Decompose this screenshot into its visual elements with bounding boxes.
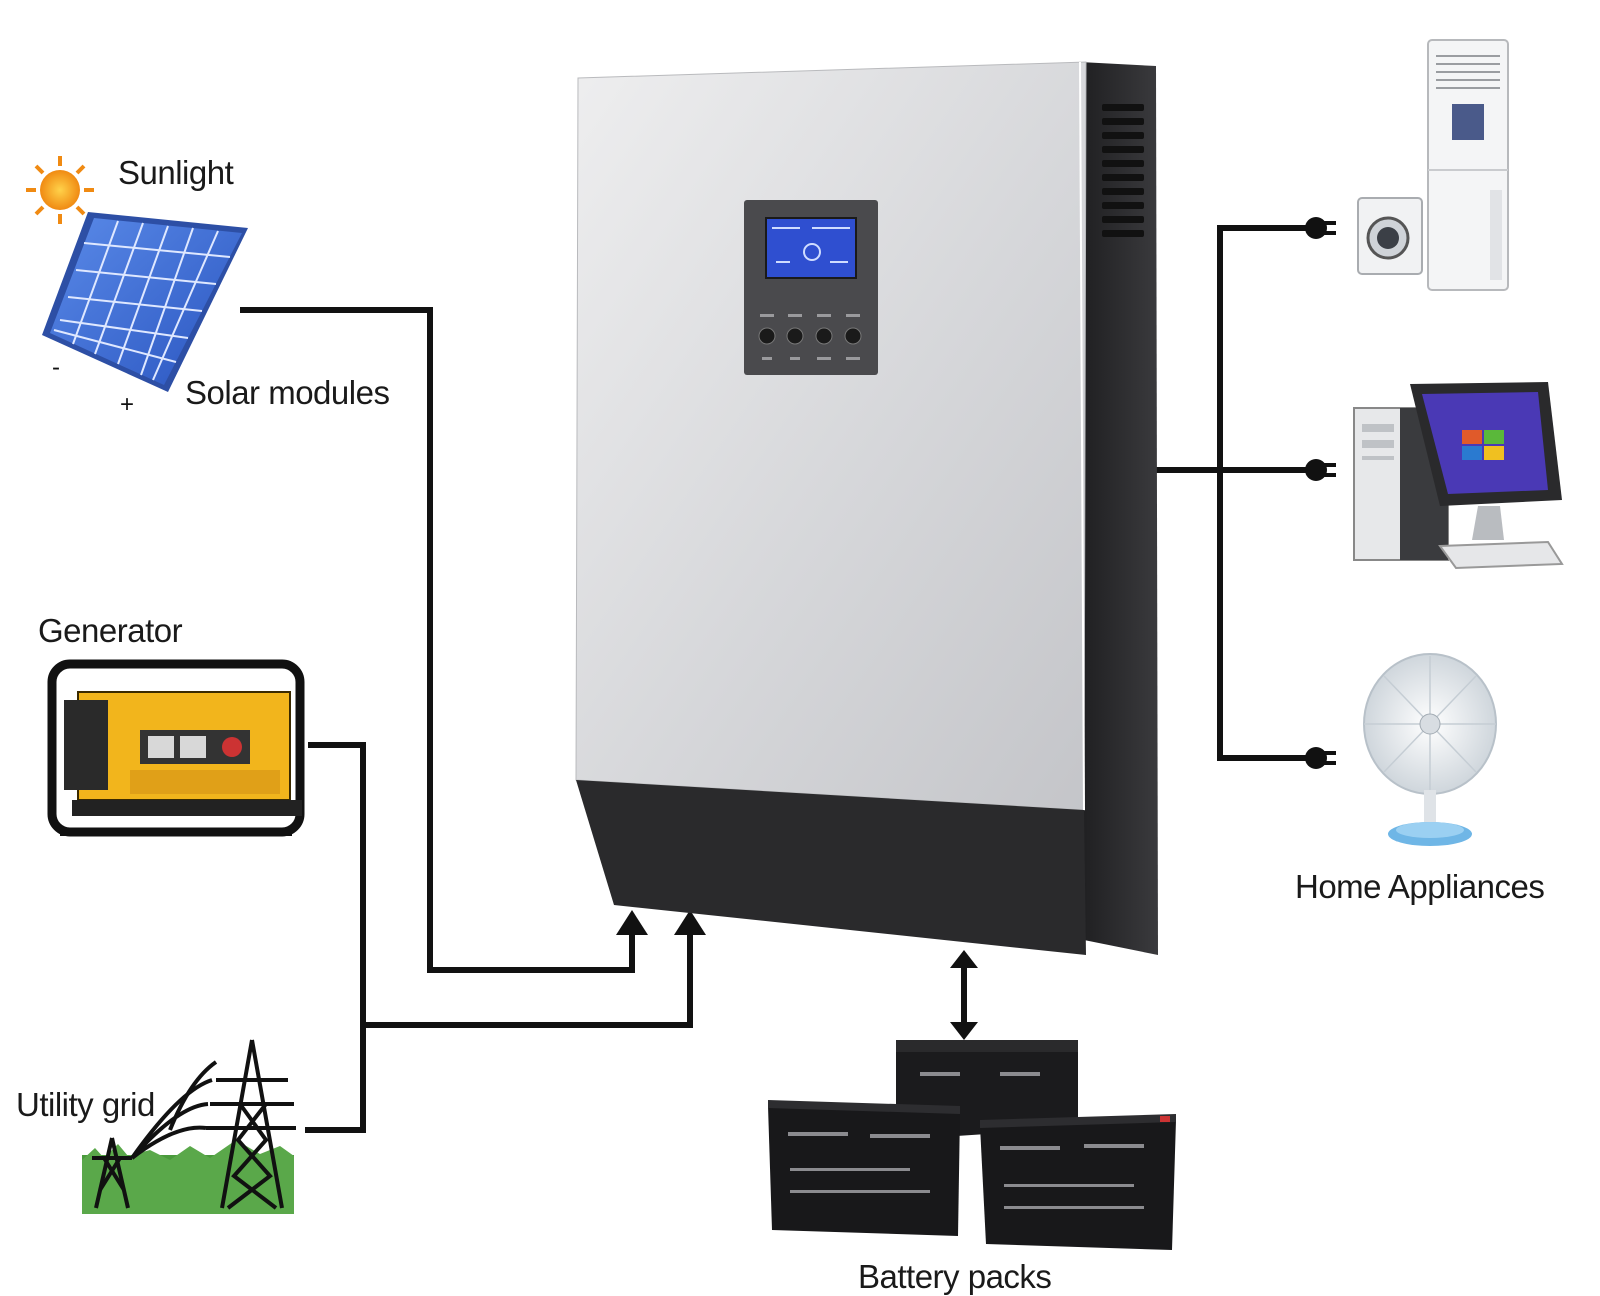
label-utility-grid: Utility grid	[16, 1086, 155, 1123]
washing-machine-icon	[1357, 197, 1423, 275]
inverter-bottom-case	[576, 780, 1086, 955]
battery-icon	[980, 1114, 1176, 1250]
grid-arrow-head	[674, 910, 706, 935]
label-battery-packs: Battery packs	[858, 1258, 1052, 1295]
generator-line	[305, 742, 366, 1133]
label-generator: Generator	[38, 612, 183, 649]
label-home-appliances: Home Appliances	[1295, 868, 1545, 905]
air-conditioner-icon	[1427, 39, 1509, 291]
generator-icon	[47, 659, 305, 837]
solar-negative-label: -	[52, 354, 60, 381]
generator-grid-to-inverter-line	[363, 930, 693, 1028]
utility-tower-icon	[82, 1039, 296, 1214]
fan-icon	[1363, 653, 1497, 846]
inverter-vents	[1102, 104, 1144, 237]
sun-icon	[26, 156, 94, 224]
inverter-icon	[575, 61, 1158, 955]
computer-icon	[1353, 382, 1564, 570]
inverter-side	[1080, 62, 1158, 955]
plug-icon	[1305, 459, 1336, 481]
solar-arrow-head	[616, 910, 648, 935]
solar-positive-label: +	[120, 391, 134, 418]
inverter-buttons	[758, 327, 862, 345]
battery-icon	[768, 1100, 960, 1236]
inverter-front-panel	[575, 61, 1087, 811]
appliance-bus-vertical	[1217, 225, 1313, 761]
battery-arrow	[950, 950, 978, 1040]
label-sunlight: Sunlight	[118, 154, 234, 191]
connection-lines	[240, 225, 1313, 1133]
plug-icon	[1305, 747, 1336, 769]
plug-icon	[1305, 217, 1336, 239]
label-solar-modules: Solar modules	[185, 374, 390, 411]
solar-panel-icon	[42, 212, 248, 392]
solar-to-inverter-line	[240, 307, 635, 973]
